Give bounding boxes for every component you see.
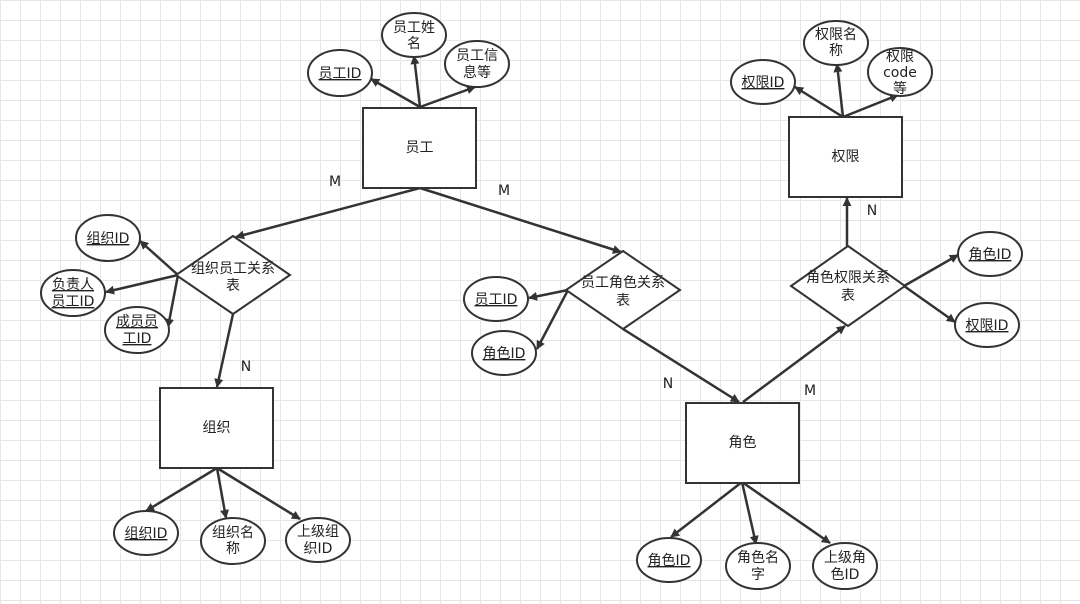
edge-employee-emp-name — [410, 55, 422, 108]
edges-layer — [105, 55, 959, 545]
attr-oe-leader-line-2: 员工ID — [52, 294, 95, 310]
relation-org-employee[interactable]: 组织员工关系 表 — [174, 234, 292, 316]
cardinality-org-relation-organization: N — [241, 359, 251, 375]
attr-oe-org-id[interactable]: 组织ID — [75, 214, 141, 262]
edge-role-role-parent — [741, 480, 831, 545]
attr-role-name-line-1: 角色名 — [737, 549, 779, 566]
attr-employee-id-label: 员工ID — [319, 66, 362, 82]
attr-organization-name[interactable]: 组织名 称 — [200, 517, 266, 565]
attr-permission-code[interactable]: 权限 code 等 — [867, 47, 933, 97]
relation-employee-role[interactable]: 员工角色关系 表 — [564, 249, 682, 331]
edge-er-role — [622, 327, 740, 404]
edge-er-role-id — [535, 289, 570, 350]
attr-oe-member[interactable]: 成员员 工ID — [104, 306, 170, 354]
cardinality-employee-role-relation: M — [498, 183, 510, 199]
cardinality-permission-relation-permission: N — [867, 203, 877, 219]
attr-role-name-line-2: 字 — [751, 567, 765, 583]
attr-employee-info-line-1: 员工信 — [456, 48, 498, 64]
attr-permission-name-line-2: 称 — [829, 43, 843, 59]
attr-role-name[interactable]: 角色名 字 — [725, 542, 791, 590]
attr-permission-id[interactable]: 权限ID — [730, 59, 796, 105]
edge-role-role-name — [740, 481, 759, 545]
relation-role-permission-line-2: 表 — [841, 288, 855, 304]
attr-permission-name[interactable]: 权限名 称 — [803, 20, 869, 66]
attr-oe-member-line-2: 工ID — [123, 331, 152, 347]
relation-org-employee-line-1: 组织员工关系 — [191, 261, 275, 277]
edge-organization-org-id — [145, 466, 218, 513]
relation-role-permission[interactable]: 角色权限关系 表 — [789, 244, 907, 328]
edge-role-rp — [742, 324, 846, 404]
attr-permission-code-line-1: 权限 — [886, 49, 914, 65]
attr-permission-code-line-2: code — [883, 65, 917, 81]
edge-rp-perm-id — [903, 284, 956, 324]
entity-permission-label: 权限 — [832, 149, 860, 165]
attr-er-emp-id[interactable]: 员工ID — [463, 276, 529, 322]
attr-organization-id[interactable]: 组织ID — [113, 510, 179, 556]
attr-role-parent[interactable]: 上级角 色ID — [812, 542, 878, 590]
edge-oe-member — [165, 274, 180, 328]
edge-oe-organization — [214, 313, 235, 388]
relation-org-employee-line-2: 表 — [226, 278, 240, 294]
entity-role-label: 角色 — [729, 434, 757, 451]
attr-employee-name[interactable]: 员工姓 名 — [381, 12, 447, 58]
edge-employee-role-relation — [419, 186, 622, 254]
attr-er-emp-id-label: 员工ID — [475, 292, 518, 308]
entity-organization[interactable]: 组织 — [159, 387, 274, 469]
attr-permission-id-label: 权限ID — [742, 75, 785, 91]
entity-organization-label: 组织 — [203, 420, 231, 436]
cardinality-role-relation-role: N — [663, 376, 673, 392]
attr-employee-info[interactable]: 员工信 息等 — [444, 40, 510, 88]
attr-organization-id-label: 组织ID — [125, 526, 168, 542]
edge-permission-perm-id — [794, 85, 844, 119]
attr-employee-info-line-2: 息等 — [463, 64, 491, 81]
cardinality-employee-org-relation: M — [329, 174, 341, 190]
edge-oe-org-id — [139, 240, 179, 276]
attr-organization-parent[interactable]: 上级组 织ID — [285, 517, 351, 563]
attr-rp-role-id[interactable]: 角色ID — [957, 231, 1023, 277]
entity-role[interactable]: 角色 — [685, 402, 800, 484]
edge-employee-emp-info — [419, 85, 476, 109]
edge-organization-org-parent — [216, 466, 301, 521]
entity-employee-label: 员工 — [406, 140, 434, 156]
attr-organization-parent-line-2: 织ID — [304, 541, 333, 557]
cardinality-role-permission-relation: M — [804, 383, 816, 399]
relation-employee-role-line-1: 员工角色关系 — [581, 274, 665, 291]
edge-role-role-id — [670, 481, 743, 538]
edge-rp-role-id — [903, 253, 959, 288]
attr-rp-perm-id[interactable]: 权限ID — [954, 302, 1020, 348]
attr-role-parent-line-1: 上级角 — [824, 550, 866, 566]
attr-role-id-label: 角色ID — [648, 552, 691, 569]
attr-employee-name-line-1: 员工姓 — [393, 20, 435, 36]
attr-role-id[interactable]: 角色ID — [636, 537, 702, 583]
attr-role-parent-line-2: 色ID — [831, 566, 860, 583]
edge-er-emp-id — [528, 288, 569, 301]
edge-employee-emp-id — [370, 77, 421, 109]
attr-permission-name-line-1: 权限名 — [815, 27, 857, 43]
edge-organization-org-name — [215, 467, 229, 519]
attr-oe-member-line-1: 成员员 — [116, 314, 158, 330]
attr-rp-perm-id-label: 权限ID — [966, 318, 1009, 334]
entity-employee[interactable]: 员工 — [362, 107, 477, 189]
attr-oe-org-id-label: 组织ID — [87, 231, 130, 247]
attr-employee-name-line-2: 名 — [407, 36, 421, 52]
attr-oe-leader-line-1: 负责人 — [52, 277, 94, 293]
edge-permission-perm-code — [842, 93, 899, 119]
edge-permission-perm-name — [833, 63, 845, 118]
attr-organization-name-line-2: 称 — [226, 541, 240, 557]
attr-er-role-id-label: 角色ID — [483, 345, 526, 362]
relation-role-permission-line-1: 角色权限关系 — [806, 269, 890, 286]
attr-organization-parent-line-1: 上级组 — [297, 524, 339, 540]
attr-er-role-id[interactable]: 角色ID — [471, 330, 537, 376]
attr-organization-name-line-1: 组织名 — [212, 525, 254, 541]
attr-permission-code-line-3: 等 — [893, 80, 907, 97]
relation-employee-role-line-2: 表 — [616, 293, 630, 309]
edge-employee-org-relation — [235, 186, 421, 240]
edge-oe-leader — [105, 273, 179, 295]
attr-oe-leader[interactable]: 负责人 员工ID — [40, 269, 106, 317]
attr-employee-id[interactable]: 员工ID — [307, 49, 373, 97]
entity-permission[interactable]: 权限 — [788, 116, 903, 198]
attr-rp-role-id-label: 角色ID — [969, 246, 1012, 263]
